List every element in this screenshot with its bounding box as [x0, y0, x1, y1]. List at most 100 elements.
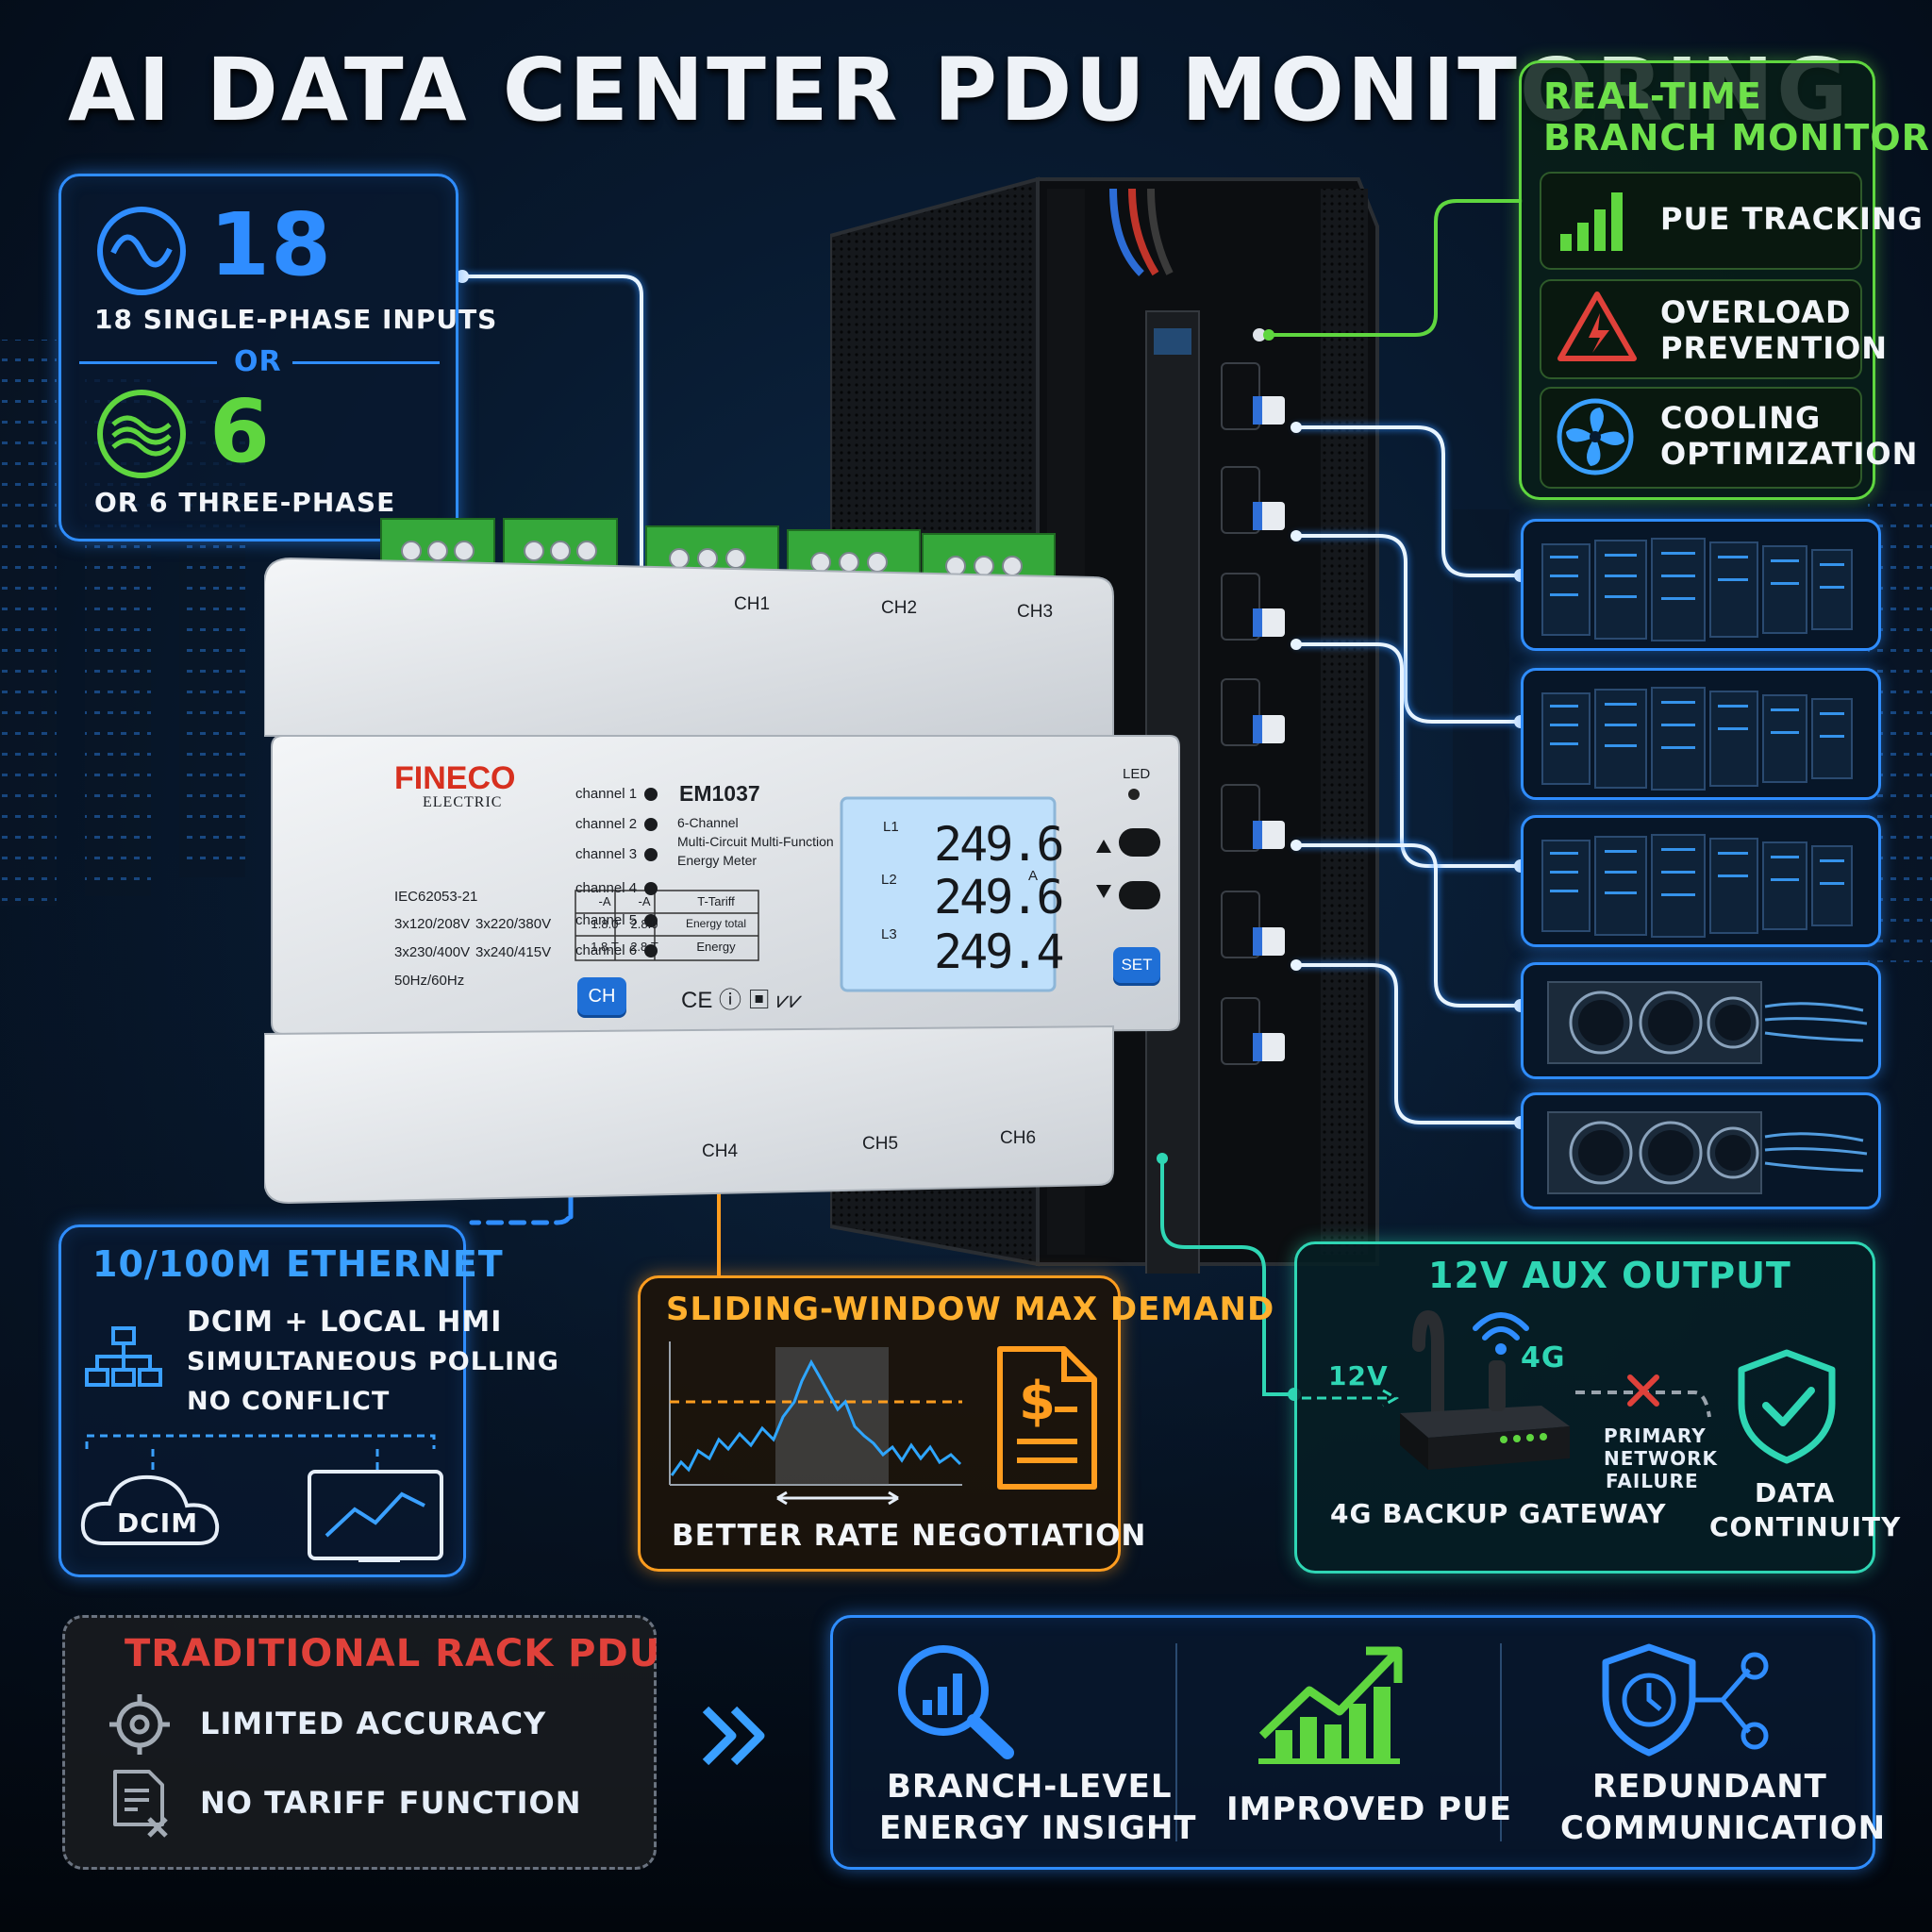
terminal-label-ch3: CH3 [1017, 602, 1054, 622]
or-label: OR [234, 345, 282, 378]
meter-desc-1: 6-Channel [677, 815, 739, 830]
lcd-phase-l1: L1 [883, 819, 899, 835]
continuity-line2: CONTINUITY [1709, 1511, 1902, 1542]
x-mark-icon [1627, 1374, 1659, 1407]
aux-title: 12V AUX OUTPUT [1428, 1255, 1791, 1296]
shield-network-icon [1602, 1643, 1769, 1757]
magnifier-chart-icon [898, 1645, 1014, 1759]
spec-voltage-4: 3x240/415V [475, 944, 552, 960]
wifi-icon [1473, 1312, 1529, 1355]
server-rack-card-1 [1521, 519, 1881, 651]
dcim-network-diagram [80, 1434, 443, 1560]
gateway-device [1400, 1309, 1570, 1470]
cooling-label-line1: COOLING [1660, 400, 1822, 436]
overload-label-line1: OVERLOAD [1660, 294, 1852, 330]
meter-desc-2: Multi-Circuit Multi-Function [677, 834, 834, 849]
brand-subtext: ELECTRIC [423, 794, 503, 810]
lcd-value-l2: 249.6 [934, 870, 1065, 924]
traditional-title: TRADITIONAL RACK PDU [125, 1632, 661, 1675]
single-phase-count: 18 [209, 194, 333, 295]
svg-text:$: $ [1019, 1371, 1056, 1432]
continuity-line1: DATA [1755, 1477, 1836, 1508]
channel-label-2: channel 2 [575, 816, 638, 832]
ch-button[interactable]: CH [577, 977, 626, 1015]
up-button[interactable] [1119, 828, 1160, 857]
failure-line2: NETWORK [1604, 1447, 1719, 1470]
server-rack-card-2 [1521, 668, 1881, 800]
aux-output-panel [1294, 1241, 1875, 1574]
fan-icon [1557, 398, 1634, 475]
spec-voltage-2: 3x220/380V [475, 916, 552, 932]
cloud-icon [80, 1474, 220, 1545]
crosshair-icon [109, 1694, 170, 1755]
spec-voltage-1: 3x120/208V [394, 916, 471, 932]
lcd-phase-l2: L2 [881, 872, 897, 888]
aux-network-label: 4G [1521, 1341, 1566, 1374]
failed-link-line [1575, 1391, 1711, 1418]
triple-wave-icon [97, 390, 186, 478]
gateway-label: 4G BACKUP GATEWAY [1330, 1498, 1667, 1529]
meter-desc-3: Energy Meter [677, 853, 758, 868]
or-divider-right [292, 361, 440, 364]
dcim-cloud-label: DCIM [117, 1507, 199, 1539]
channel-label-3: channel 3 [575, 846, 638, 862]
monitor-stand [358, 1558, 400, 1572]
spec-voltage-3: 3x230/400V [394, 944, 471, 960]
benefit3-line1: REDUNDANT [1592, 1768, 1827, 1806]
single-phase-label: 18 SINGLE-PHASE INPUTS [94, 304, 498, 335]
channel-label-5: channel 5 [575, 912, 638, 928]
lcd-phase-l3: L3 [881, 926, 897, 942]
server-rack-card-3 [1521, 815, 1881, 947]
terminal-label-ch1: CH1 [734, 594, 771, 614]
cooling-label-line2: OPTIMIZATION [1660, 436, 1919, 472]
network-tree-icon [85, 1326, 162, 1387]
terminal-label-ch4: CH4 [702, 1141, 739, 1161]
signal-bars-icon [1560, 192, 1623, 251]
ethernet-title: 10/100M ETHERNET [92, 1243, 504, 1285]
aux-power-arrow [1302, 1389, 1400, 1407]
set-button[interactable]: SET [1113, 947, 1160, 983]
failure-line3: FAILURE [1606, 1470, 1699, 1492]
ethernet-line2: SIMULTANEOUS POLLING [187, 1347, 559, 1376]
monitor-chart-icon [308, 1470, 443, 1560]
max-demand-caption: BETTER RATE NEGOTIATION [672, 1519, 1147, 1553]
channel-label-6: channel 6 [575, 942, 638, 958]
tariff-cell-r0c1: -A [638, 894, 651, 908]
benefits-divider-2 [1500, 1643, 1502, 1841]
benefit2-line2: IMPROVED PUE [1226, 1790, 1512, 1828]
max-demand-title: SLIDING-WINDOW MAX DEMAND [666, 1291, 1275, 1328]
aux-volt-label: 12V [1328, 1360, 1389, 1391]
tariff-cell-r1c2: Energy total [685, 917, 747, 930]
brand-logo-text: FINECO [394, 760, 516, 796]
demand-chart [669, 1341, 962, 1486]
three-phase-count: 6 [209, 381, 272, 482]
benefit1-line2: ENERGY INSIGHT [879, 1809, 1197, 1847]
lcd-value-l1: 249.6 [934, 817, 1065, 872]
chevron-right-double-icon [702, 1706, 765, 1766]
channel-label-4: channel 4 [575, 880, 638, 896]
led-label: LED [1123, 766, 1151, 782]
traditional-item1: LIMITED ACCURACY [200, 1706, 547, 1741]
sine-wave-icon [97, 207, 186, 295]
window-width-arrow [776, 1491, 899, 1506]
tariff-cell-r2c2: Energy [696, 940, 736, 954]
lcd-unit: A [1028, 868, 1039, 884]
three-phase-label: OR 6 THREE-PHASE [94, 487, 396, 518]
channel-label-1: channel 1 [575, 786, 638, 802]
ethernet-line3: NO CONFLICT [187, 1387, 391, 1416]
overload-label-line2: PREVENTION [1660, 330, 1889, 366]
spec-standard: IEC62053-21 [394, 889, 478, 905]
or-divider-left [79, 361, 217, 364]
tariff-cell-r1c1: 2.8.0 [630, 917, 658, 931]
traditional-item2: NO TARIFF FUNCTION [200, 1785, 582, 1821]
spec-frequency: 50Hz/60Hz [394, 973, 465, 989]
document-x-icon [113, 1770, 168, 1838]
branch-title-line1: REAL-TIME [1543, 75, 1762, 117]
tariff-cell-r0c2: T-Tariff [697, 894, 735, 908]
growth-chart-icon [1258, 1646, 1403, 1764]
tariff-cell-r2c0: 1.8.T [591, 940, 619, 954]
down-button[interactable] [1119, 881, 1160, 909]
cooling-unit-card-1 [1521, 962, 1881, 1079]
warning-triangle-icon [1557, 291, 1637, 361]
